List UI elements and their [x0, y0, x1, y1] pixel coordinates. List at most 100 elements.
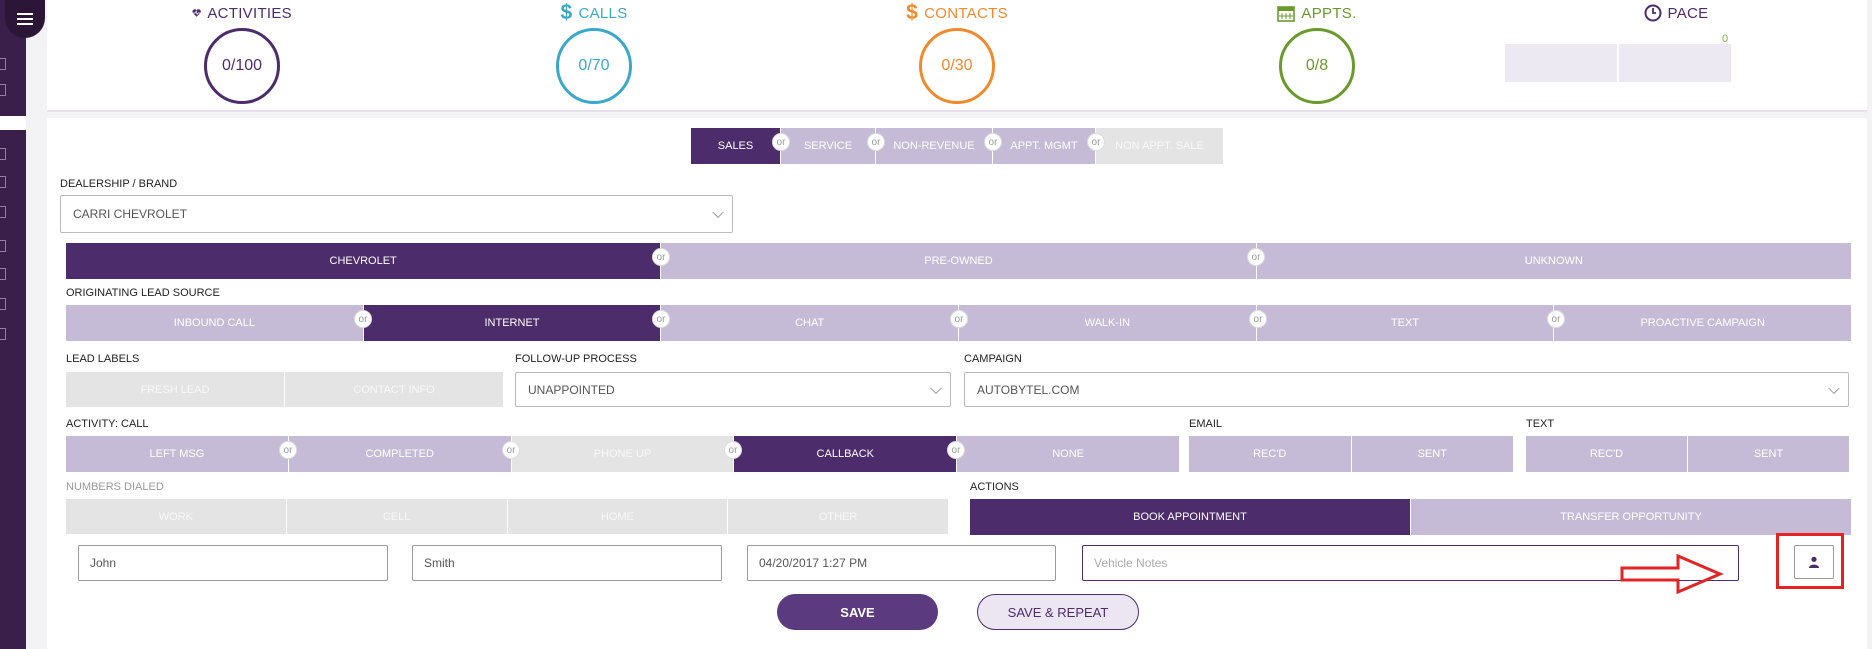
vehicle-notes-input[interactable]: [1082, 545, 1739, 581]
nav-item-active[interactable]: [0, 116, 26, 130]
appts-ring: 0/8: [1279, 28, 1355, 104]
or-divider: or: [724, 441, 742, 459]
lead-labels-label: LEAD LABELS: [66, 353, 140, 365]
user-icon: [1809, 556, 1819, 568]
or-divider: or: [279, 441, 297, 459]
or-divider: or: [867, 133, 885, 151]
save-button[interactable]: SAVE: [777, 594, 938, 630]
nav-icon[interactable]: [0, 148, 6, 160]
or-divider: or: [502, 441, 520, 459]
or-divider: or: [950, 310, 968, 328]
or-divider: or: [947, 441, 965, 459]
calendar-icon: [1277, 6, 1296, 22]
stat-label: ACTIVITIES: [207, 4, 292, 22]
follow-up-value: UNAPPOINTED: [528, 382, 615, 397]
tab-chat[interactable]: CHAT: [661, 305, 959, 341]
book-appointment-button[interactable]: BOOK APPOINTMENT: [970, 499, 1410, 535]
tab-non-appt-sale[interactable]: NON APPT. SALE: [1096, 128, 1223, 164]
activity-tabs: LEFT MSG COMPLETED PHONE UP CALLBACK NON…: [66, 436, 1179, 472]
tab-unknown[interactable]: UNKNOWN: [1256, 243, 1851, 279]
tab-home[interactable]: HOME: [507, 499, 728, 534]
annotation-highlight-box: [1776, 533, 1844, 589]
tab-phone-up[interactable]: PHONE UP: [511, 436, 734, 472]
tab-completed[interactable]: COMPLETED: [288, 436, 511, 472]
or-divider: or: [652, 248, 670, 266]
nav-icon[interactable]: [0, 298, 6, 310]
menu-icon: [17, 18, 33, 20]
tab-internet[interactable]: INTERNET: [363, 305, 661, 341]
tab-email-recd[interactable]: REC'D: [1189, 436, 1351, 472]
or-divider: or: [984, 133, 1002, 151]
annotation-arrow-icon: [1620, 553, 1724, 595]
dealership-select[interactable]: CARRI CHEVROLET: [60, 195, 733, 233]
stat-label: CALLS: [578, 4, 628, 22]
nav-icon[interactable]: [0, 328, 6, 340]
datetime-input[interactable]: [747, 545, 1056, 581]
customer-lookup-button[interactable]: [1794, 545, 1834, 579]
tab-walk-in[interactable]: WALK-IN: [959, 305, 1256, 341]
nav-icon[interactable]: [0, 268, 6, 280]
save-repeat-button[interactable]: SAVE & REPEAT: [977, 594, 1139, 630]
or-divider: or: [354, 310, 372, 328]
chevron-down-icon: [930, 382, 942, 394]
tab-email-sent[interactable]: SENT: [1351, 436, 1513, 472]
nav-icon[interactable]: [0, 84, 6, 96]
nav-icon[interactable]: [0, 240, 6, 252]
tab-appt-mgmt[interactable]: APPT. MGMT: [993, 128, 1095, 164]
tab-proactive-campaign[interactable]: PROACTIVE CAMPAIGN: [1554, 305, 1852, 341]
or-divider: or: [772, 133, 790, 151]
tab-service[interactable]: SERVICE: [781, 128, 875, 164]
nav-icon[interactable]: [0, 176, 6, 188]
brand-tabs: CHEVROLET PRE-OWNED UNKNOWN or or: [66, 243, 1851, 279]
campaign-value: AUTOBYTEL.COM: [977, 382, 1080, 397]
stat-activities: ACTIVITIES 0/100: [192, 4, 292, 104]
dollar-icon: $: [906, 1, 919, 24]
email-tabs: REC'D SENT: [1189, 436, 1513, 472]
campaign-label: CAMPAIGN: [964, 353, 1022, 365]
follow-up-label: FOLLOW-UP PROCESS: [515, 353, 637, 365]
stats-bar: ACTIVITIES 0/100 $ CALLS 0/70 $ CONTACTS…: [47, 0, 1867, 112]
dollar-icon: $: [560, 1, 573, 24]
lead-labels-tabs: FRESH LEAD CONTACT INFO: [66, 372, 503, 407]
stat-label: APPTS.: [1301, 4, 1357, 22]
activity-label: ACTIVITY: CALL: [66, 418, 149, 430]
tab-left-msg[interactable]: LEFT MSG: [66, 436, 288, 472]
or-divider: or: [652, 310, 670, 328]
tab-chevrolet[interactable]: CHEVROLET: [66, 243, 661, 279]
type-tabs: SALES SERVICE NON-REVENUE APPT. MGMT NON…: [691, 128, 1223, 164]
tab-pre-owned[interactable]: PRE-OWNED: [661, 243, 1256, 279]
stat-calls: $ CALLS 0/70: [554, 1, 634, 104]
tab-cell[interactable]: CELL: [286, 499, 507, 534]
hamburger-menu-button[interactable]: [5, 0, 45, 38]
tab-inbound-call[interactable]: INBOUND CALL: [66, 305, 363, 341]
pace-bar: [1505, 44, 1731, 82]
activities-ring: 0/100: [204, 28, 280, 104]
stat-contacts: $ CONTACTS 0/30: [897, 1, 1017, 104]
tab-non-revenue[interactable]: NON-REVENUE: [876, 128, 992, 164]
campaign-select[interactable]: AUTOBYTEL.COM: [964, 372, 1849, 407]
transfer-opportunity-button[interactable]: TRANSFER OPPORTUNITY: [1411, 499, 1851, 535]
last-name-input[interactable]: [412, 545, 722, 581]
tab-work[interactable]: WORK: [66, 499, 286, 534]
stat-appts: APPTS. 0/8: [1267, 4, 1367, 104]
numbers-dialed-tabs: WORK CELL HOME OTHER: [66, 499, 948, 534]
first-name-input[interactable]: [78, 545, 388, 581]
tab-none[interactable]: NONE: [957, 436, 1179, 472]
chevron-down-icon: [1828, 382, 1840, 394]
tab-text-recd[interactable]: REC'D: [1526, 436, 1687, 472]
actions-label: ACTIONS: [970, 481, 1019, 493]
nav-icon[interactable]: [0, 206, 6, 218]
tab-text-sent[interactable]: SENT: [1688, 436, 1849, 472]
or-divider: or: [1249, 310, 1267, 328]
follow-up-select[interactable]: UNAPPOINTED: [515, 372, 951, 407]
tab-text[interactable]: TEXT: [1256, 305, 1554, 341]
tab-other[interactable]: OTHER: [728, 499, 948, 534]
stat-pace: PACE: [1636, 4, 1716, 22]
stat-label: PACE: [1667, 4, 1709, 22]
tab-fresh-lead[interactable]: FRESH LEAD: [66, 372, 284, 407]
tab-contact-info[interactable]: CONTACT INFO: [285, 372, 503, 407]
lead-source-tabs: INBOUND CALL INTERNET CHAT WALK-IN TEXT …: [66, 305, 1852, 341]
tab-callback[interactable]: CALLBACK: [734, 436, 957, 472]
tab-sales[interactable]: SALES: [691, 128, 780, 164]
nav-icon[interactable]: [0, 58, 6, 70]
